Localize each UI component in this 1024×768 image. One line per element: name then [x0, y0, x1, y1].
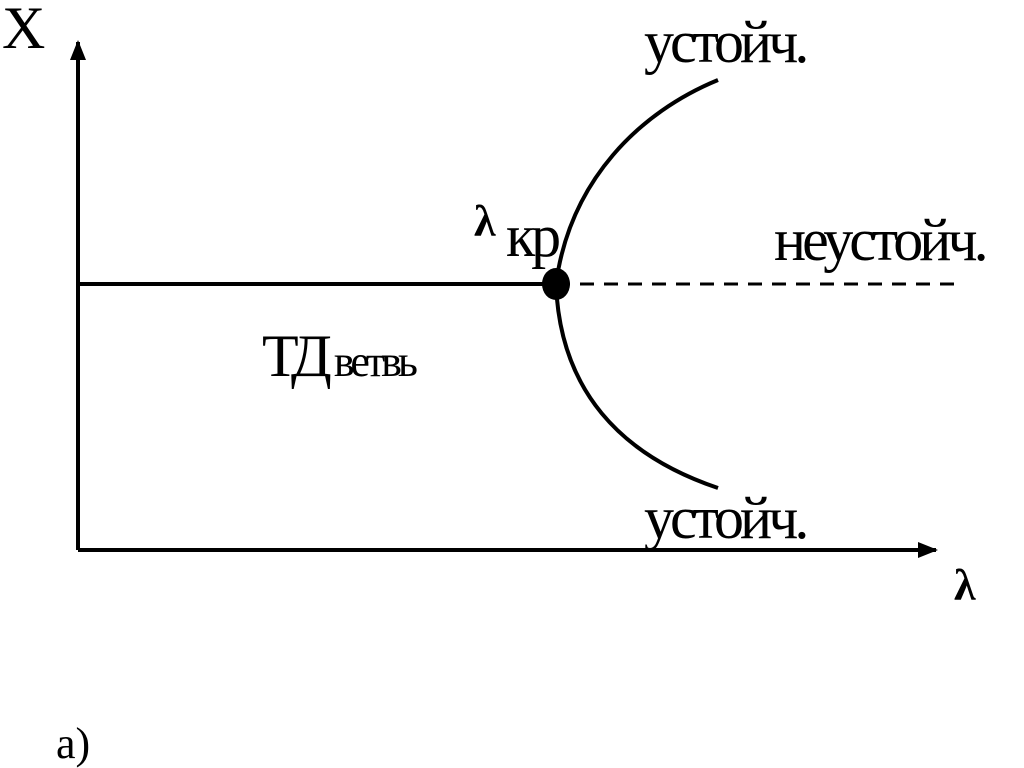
td-branch-label-main: ТД — [262, 323, 331, 389]
upper-stable-branch — [554, 78, 719, 285]
td-branch-label-rest: ветвь — [334, 337, 417, 386]
bifurcation-point — [542, 268, 570, 300]
stable-lower-label: устойч. — [644, 485, 806, 551]
x-axis-label: λ — [954, 561, 976, 610]
unstable-label: неустойч. — [774, 207, 986, 273]
stable-upper-label: устойч. — [644, 9, 806, 75]
y-axis-label: X — [2, 0, 45, 61]
lower-stable-branch — [554, 283, 719, 490]
critical-lambda-symbol: λ — [474, 197, 496, 246]
critical-lambda-subscript: кр — [506, 203, 559, 269]
panel-label: а) — [56, 719, 90, 768]
